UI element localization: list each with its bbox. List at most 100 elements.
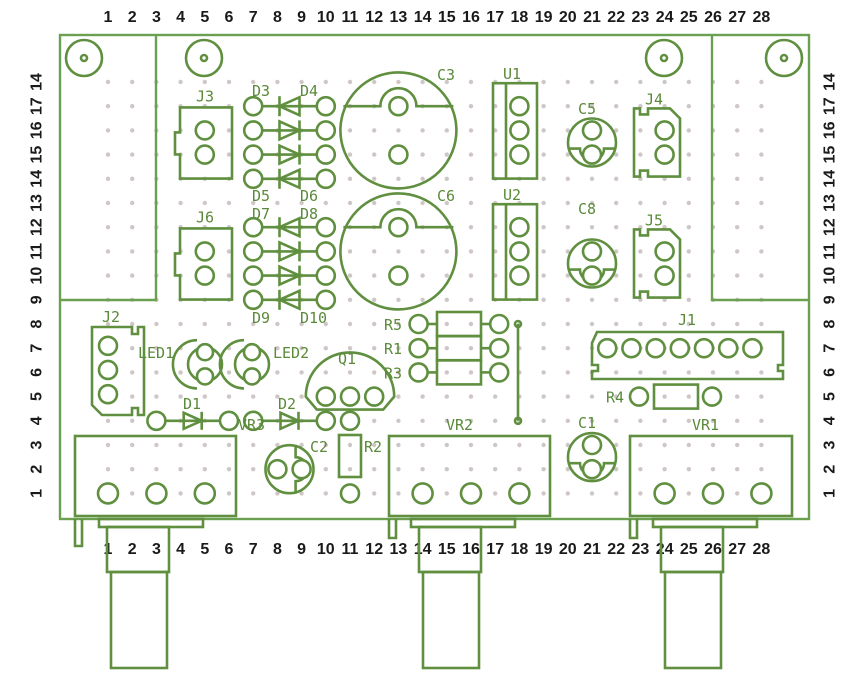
column-label-bottom: 16 xyxy=(462,541,480,558)
grid-dot xyxy=(105,467,111,472)
grid-dot xyxy=(130,128,135,133)
capacitor-body xyxy=(566,431,618,483)
row-label-left: 11 xyxy=(29,243,46,260)
grid-dot xyxy=(710,442,716,448)
pad xyxy=(97,359,119,381)
grid-dot xyxy=(323,491,328,496)
pad xyxy=(218,410,240,432)
row-label-right: 9 xyxy=(822,295,839,304)
grid-dot xyxy=(638,491,643,496)
grid-dot xyxy=(130,442,135,448)
grid-dot xyxy=(686,273,691,278)
pad xyxy=(717,337,739,359)
connector-j3: J3 xyxy=(173,87,234,180)
grid-dot xyxy=(589,418,595,423)
row-label-left: 8 xyxy=(29,319,46,328)
column-label-bottom: 4 xyxy=(176,541,185,558)
grid-dot xyxy=(565,200,570,206)
row-label-left: 15 xyxy=(29,146,46,164)
grid-dot xyxy=(105,273,111,278)
pad xyxy=(315,241,337,262)
pot-body xyxy=(73,434,238,518)
grid-dot xyxy=(420,418,425,423)
pad xyxy=(242,144,264,165)
regulator-u1: U1 xyxy=(491,65,539,180)
grid-dot xyxy=(662,200,667,206)
grid-dot xyxy=(468,200,474,206)
grid-dot xyxy=(396,297,401,302)
grid-dot xyxy=(468,418,474,423)
column-label-top: 22 xyxy=(607,9,625,26)
grid-dot xyxy=(105,249,111,254)
pad xyxy=(628,386,650,407)
pot-body xyxy=(628,434,794,518)
ref-d5: D5 xyxy=(252,187,270,205)
pad xyxy=(411,482,434,505)
grid-dot xyxy=(638,273,643,278)
ref-r1: R1 xyxy=(384,340,402,358)
regulator-body xyxy=(491,202,539,301)
grid-dot xyxy=(202,467,207,472)
capacitor-body xyxy=(339,71,458,190)
pad xyxy=(315,144,337,165)
column-label-bottom: 8 xyxy=(273,541,282,558)
pad xyxy=(508,482,531,505)
column-label-bottom: 19 xyxy=(535,541,553,558)
grid-dot xyxy=(468,321,474,327)
ref-vr3: VR3 xyxy=(238,416,265,434)
ref-r4: R4 xyxy=(606,389,624,407)
mounting-hole-center xyxy=(79,53,89,63)
grid-dot xyxy=(662,394,667,399)
grid-dot xyxy=(638,418,643,423)
grid-dot xyxy=(420,442,425,448)
header-body xyxy=(173,106,234,180)
column-label-bottom: 20 xyxy=(559,541,577,558)
grid-dot xyxy=(444,418,449,423)
column-label-top: 18 xyxy=(511,9,529,26)
grid-dot xyxy=(130,152,135,157)
grid-dot xyxy=(686,394,691,399)
grid-dot xyxy=(396,176,401,181)
grid-dot xyxy=(372,297,377,302)
grid-dot xyxy=(589,176,595,181)
grid-dot xyxy=(372,418,377,423)
grid-dot xyxy=(468,273,474,278)
grid-dot xyxy=(178,394,183,399)
grid-dot xyxy=(614,442,619,448)
column-label-bottom: 14 xyxy=(414,541,432,558)
row-label-right: 4 xyxy=(822,416,839,425)
grid-dot xyxy=(759,225,764,230)
grid-dot xyxy=(226,467,232,472)
pad xyxy=(701,386,723,407)
ref-j6: J6 xyxy=(196,208,214,226)
grid-dot xyxy=(541,418,546,423)
pad xyxy=(581,144,603,165)
grid-dot xyxy=(444,200,449,206)
grid-dot xyxy=(589,200,595,206)
pad xyxy=(242,265,264,286)
grid-dot xyxy=(686,176,691,181)
pad xyxy=(242,95,264,117)
grid-dot xyxy=(275,370,280,375)
pad xyxy=(581,434,603,456)
ref-d1: D1 xyxy=(183,395,201,413)
pad xyxy=(195,367,215,386)
led-led2: LED2 xyxy=(218,338,309,390)
resistor-body xyxy=(337,433,363,479)
pad xyxy=(315,95,337,117)
grid-dot xyxy=(347,321,353,327)
grid-dot xyxy=(275,321,280,327)
header-body xyxy=(173,227,234,301)
grid-dot xyxy=(130,418,135,423)
grid-dot xyxy=(178,321,183,327)
column-label-top: 28 xyxy=(753,9,771,26)
led-flat xyxy=(218,338,245,390)
ref-j4: J4 xyxy=(645,90,663,108)
grid-dot xyxy=(565,394,570,399)
grid-dot xyxy=(541,249,546,254)
diode-d8b xyxy=(242,264,337,287)
grid-dot xyxy=(735,491,740,496)
grid-dot xyxy=(662,79,667,85)
grid-dot xyxy=(226,442,232,448)
grid-dot xyxy=(638,442,643,448)
